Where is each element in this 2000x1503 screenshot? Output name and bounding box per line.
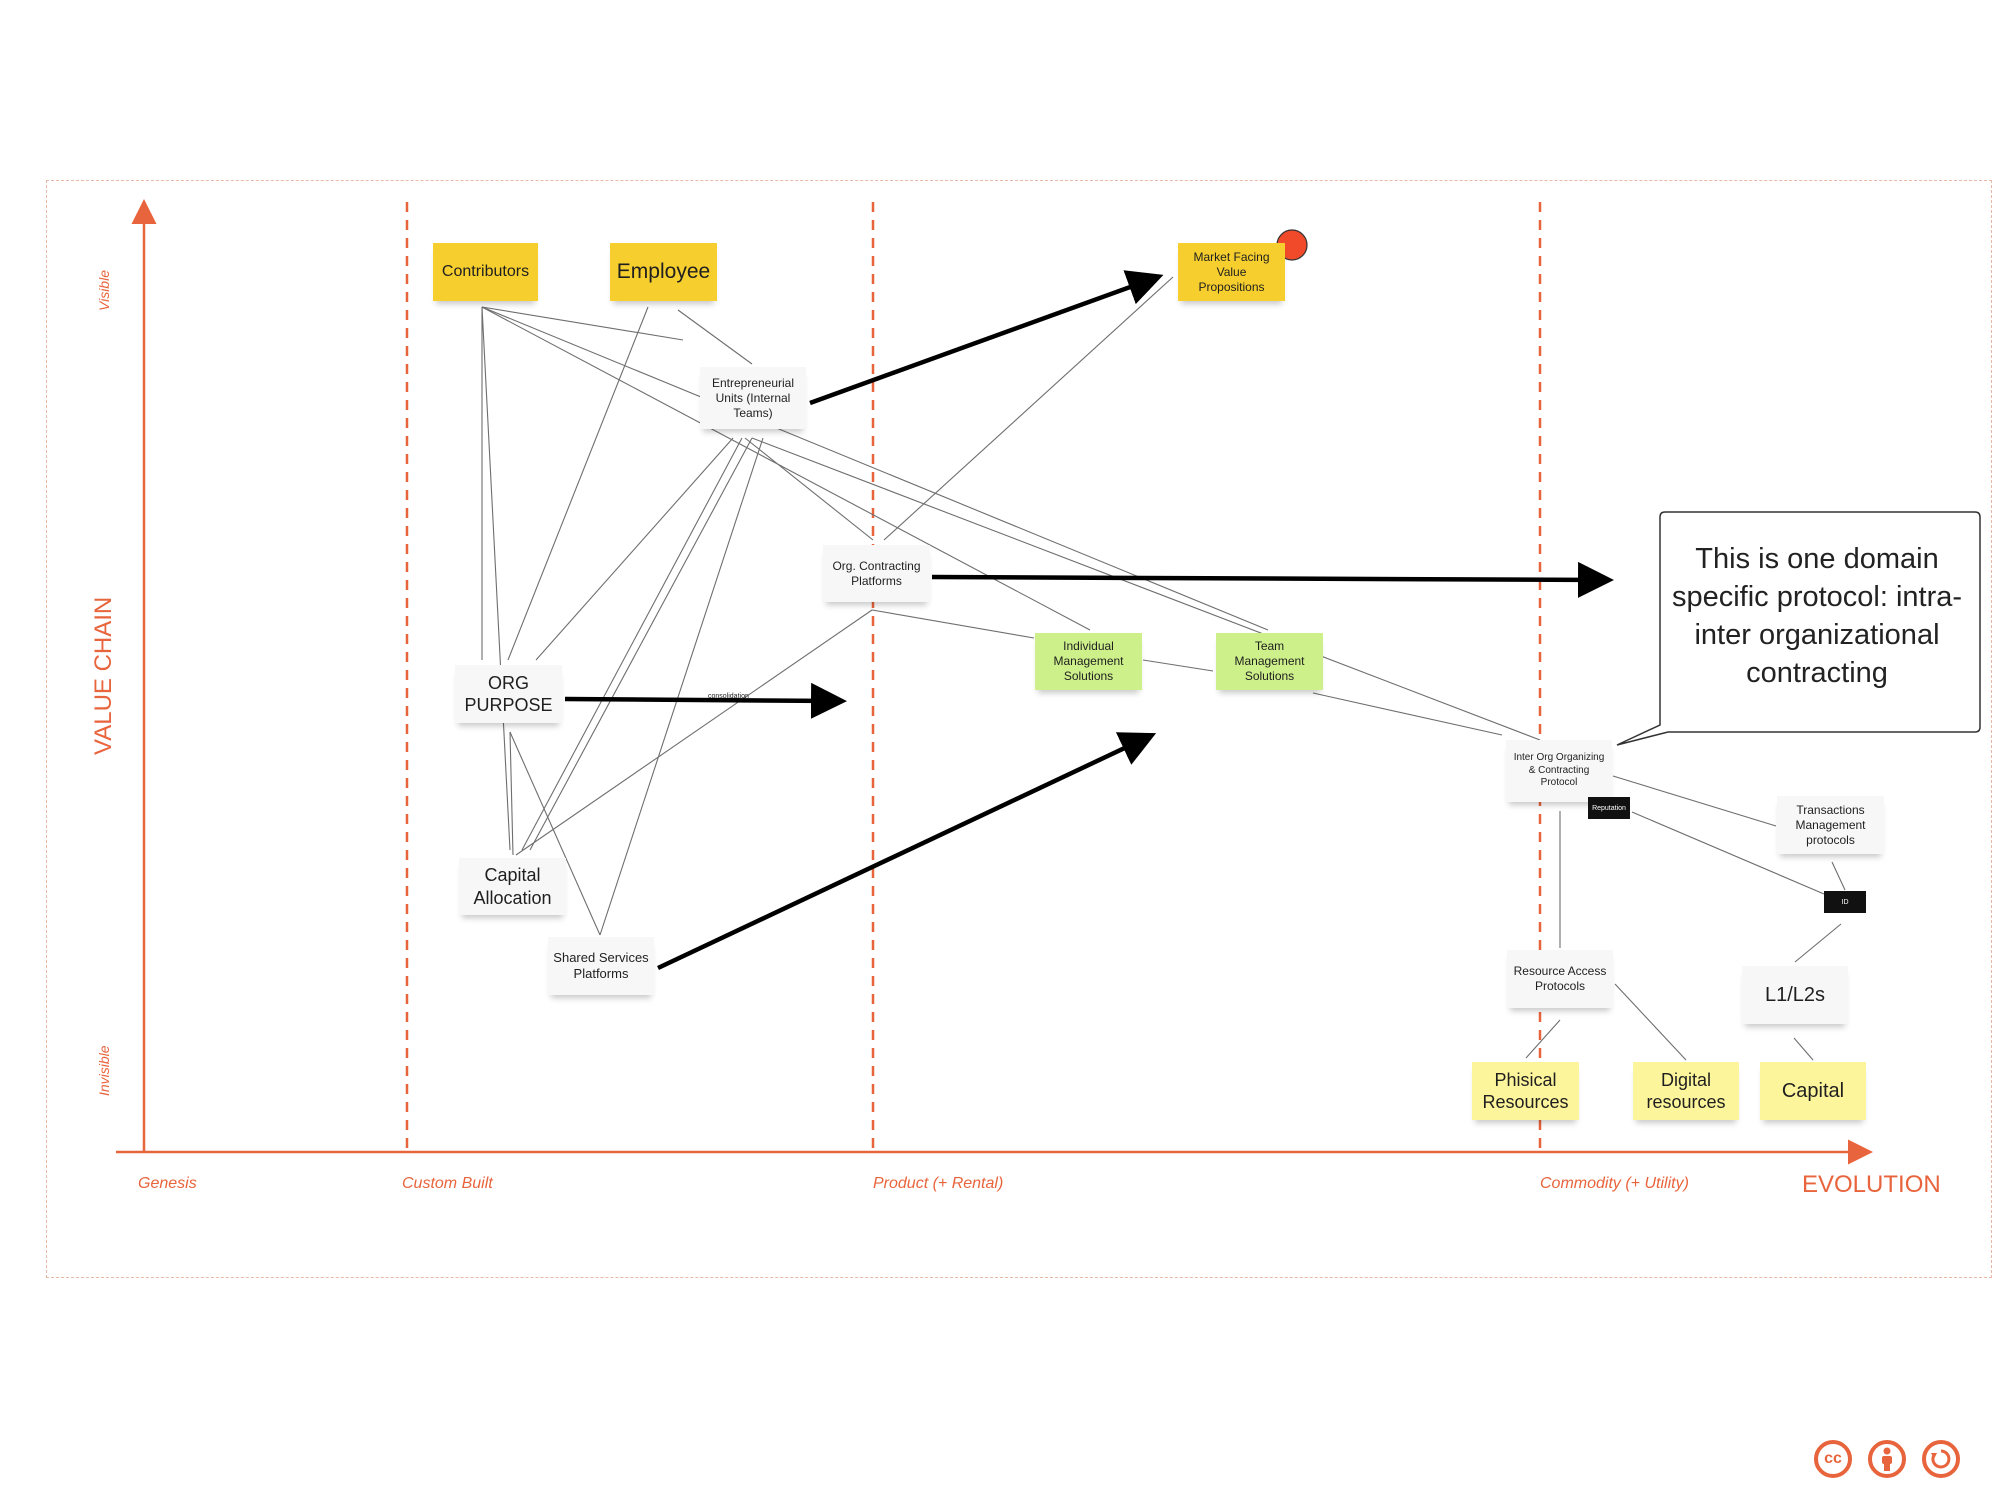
node-transactions-mgmt[interactable]: Transactions Management protocols (1777, 796, 1884, 854)
dependency-lines (481, 276, 1846, 1061)
x-axis-label: EVOLUTION (1802, 1171, 1941, 1198)
node-inter-org-protocol[interactable]: Inter Org Organizing & Contracting Proto… (1506, 740, 1612, 802)
stage-product: Product (+ Rental) (873, 1175, 1004, 1192)
node-resource-access[interactable]: Resource Access Protocols (1507, 950, 1613, 1008)
arrow-shared-services (657, 732, 1157, 971)
callout-bubble (1616, 511, 1981, 746)
arrow-org-contracting (931, 561, 1614, 598)
consolidation-label: consolidation (708, 693, 749, 700)
stage-genesis: Genesis (138, 1175, 197, 1192)
node-l1-l2s[interactable]: L1/L2s (1742, 966, 1848, 1024)
node-phisical-resources[interactable]: Phisical Resources (1472, 1062, 1579, 1120)
node-market-facing[interactable]: Market Facing Value Propositions (1178, 243, 1285, 301)
person-icon (1882, 1447, 1892, 1471)
arrow-org-purpose (564, 682, 847, 719)
tag-id[interactable]: ID (1824, 891, 1866, 913)
node-org-purpose[interactable]: ORG PURPOSE (455, 665, 562, 723)
tag-reputation[interactable]: Reputation (1588, 797, 1630, 819)
node-shared-services[interactable]: Shared Services Platforms (548, 937, 654, 995)
arrow-entrepreneurial (809, 270, 1164, 406)
node-org-contracting[interactable]: Org. Contracting Platforms (823, 545, 930, 602)
node-capital[interactable]: Capital (1760, 1062, 1866, 1120)
by-icon (1868, 1440, 1906, 1478)
y-top-label: Visible (96, 270, 112, 311)
y-axis-label: VALUE CHAIN (90, 596, 117, 755)
node-team-mgmt[interactable]: Team Management Solutions (1216, 633, 1323, 690)
stage-custom: Custom Built (402, 1175, 493, 1192)
sa-icon (1922, 1440, 1960, 1478)
map-frame (46, 180, 1992, 1278)
node-digital-resources[interactable]: Digital resources (1633, 1062, 1739, 1120)
callout-text: This is one domain specific protocol: in… (1671, 543, 1963, 689)
stage-commodity: Commodity (+ Utility) (1540, 1175, 1689, 1192)
share-alike-icon (1931, 1449, 1951, 1469)
cc-icon: cc (1814, 1440, 1852, 1478)
node-employee[interactable]: Employee (610, 243, 717, 301)
node-individual-mgmt[interactable]: Individual Management Solutions (1035, 633, 1142, 690)
node-contributors[interactable]: Contributors (433, 243, 538, 301)
node-entrepreneurial-units[interactable]: Entrepreneurial Units (Internal Teams) (700, 367, 806, 429)
node-capital-allocation[interactable]: Capital Allocation (459, 858, 566, 915)
y-bottom-label: Invisible (96, 1045, 112, 1096)
